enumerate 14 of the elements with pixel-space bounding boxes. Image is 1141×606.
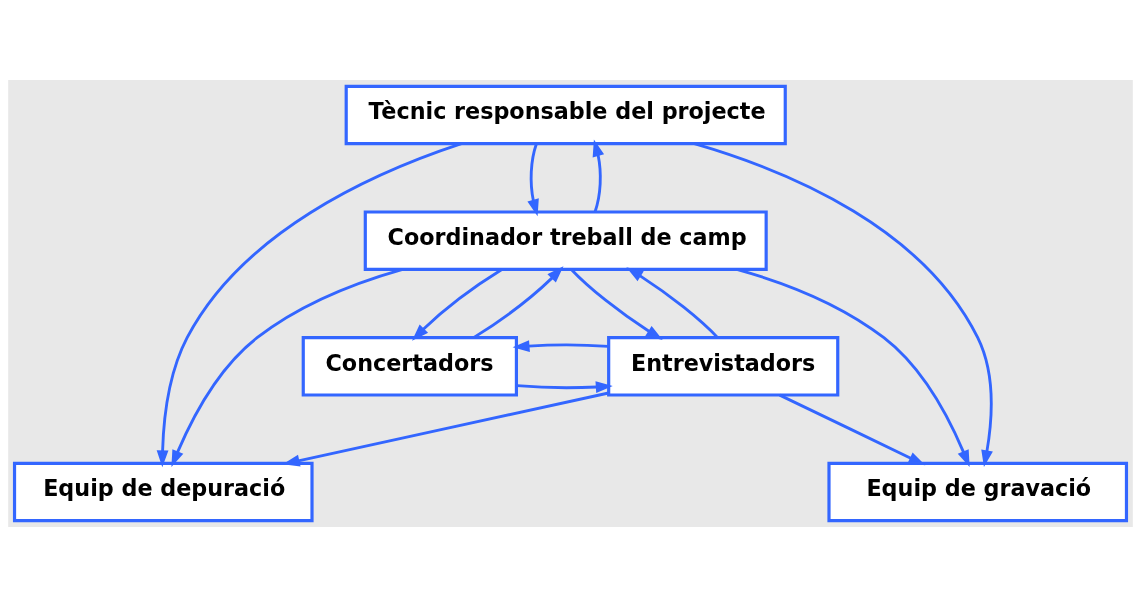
node-box: Concertadors	[301, 335, 518, 397]
arrow	[472, 265, 564, 339]
arrow	[626, 266, 719, 339]
arrow	[516, 380, 613, 393]
node-box: Tècnic responsable del projecte	[344, 84, 787, 145]
node-box: Equip de gravació	[827, 461, 1129, 522]
node-box: Coordinador treball de camp	[363, 209, 768, 271]
arrow	[512, 339, 609, 352]
node-box: Equip de depuració	[12, 461, 314, 522]
arrow	[592, 139, 605, 212]
arrow	[779, 393, 926, 465]
node-box: Entrevistadors	[607, 335, 840, 397]
arrow	[527, 142, 539, 216]
arrow	[570, 267, 663, 340]
